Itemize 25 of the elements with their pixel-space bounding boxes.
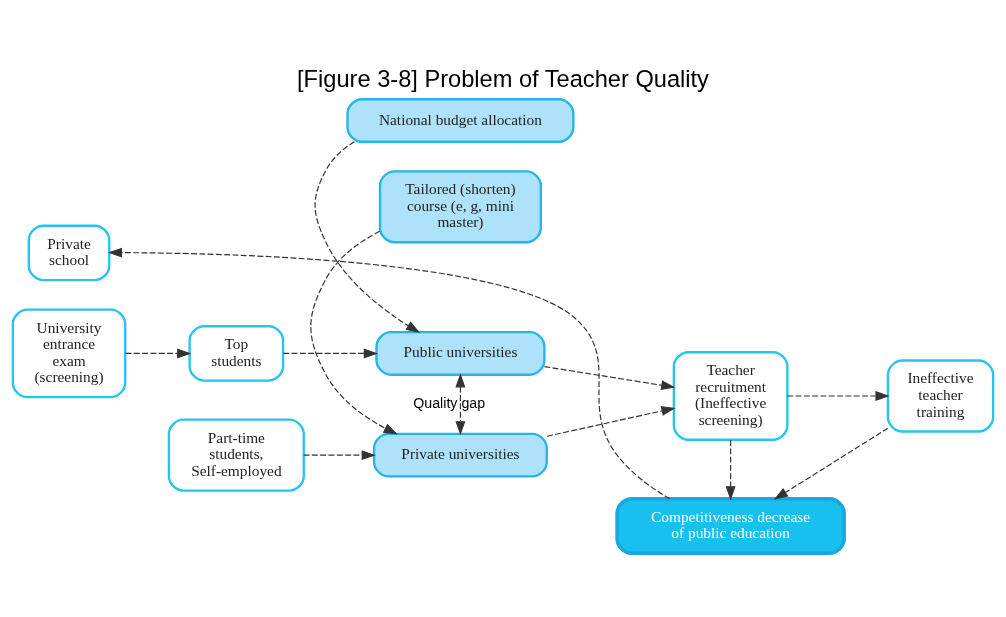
node-box: Part-time students, Self-employed	[167, 418, 305, 492]
node-box: Competitiveness decrease of public education	[615, 497, 846, 556]
arrow	[282, 348, 378, 359]
node-box: Tailored (shorten) course (e, g, mini master)	[378, 170, 542, 244]
node-box: Ineffective teacher training	[886, 359, 995, 433]
node-box: National budget allocation	[346, 98, 575, 143]
node-box: Private school	[27, 224, 111, 282]
arrow	[543, 366, 676, 391]
arrow	[310, 230, 398, 435]
arrow	[107, 247, 671, 500]
node-box: Private universities	[372, 432, 548, 478]
node-box: Public universities	[375, 330, 546, 376]
node-box: University entrance exam (screening)	[11, 308, 127, 399]
arrow	[725, 439, 736, 501]
arrow	[314, 141, 421, 334]
diagram-title: [Figure 3-8] Problem of Teacher Quality	[297, 66, 709, 93]
arrow	[303, 450, 376, 461]
arrow	[125, 348, 192, 359]
arrow	[546, 406, 676, 437]
arrow	[455, 373, 466, 436]
node-box: Top students	[188, 325, 285, 382]
arrow	[773, 427, 889, 500]
edge-label: Quality gap	[413, 394, 486, 411]
node-box: Teacher recruitment (Ineffective screening)	[672, 351, 789, 441]
arrow	[786, 391, 890, 401]
